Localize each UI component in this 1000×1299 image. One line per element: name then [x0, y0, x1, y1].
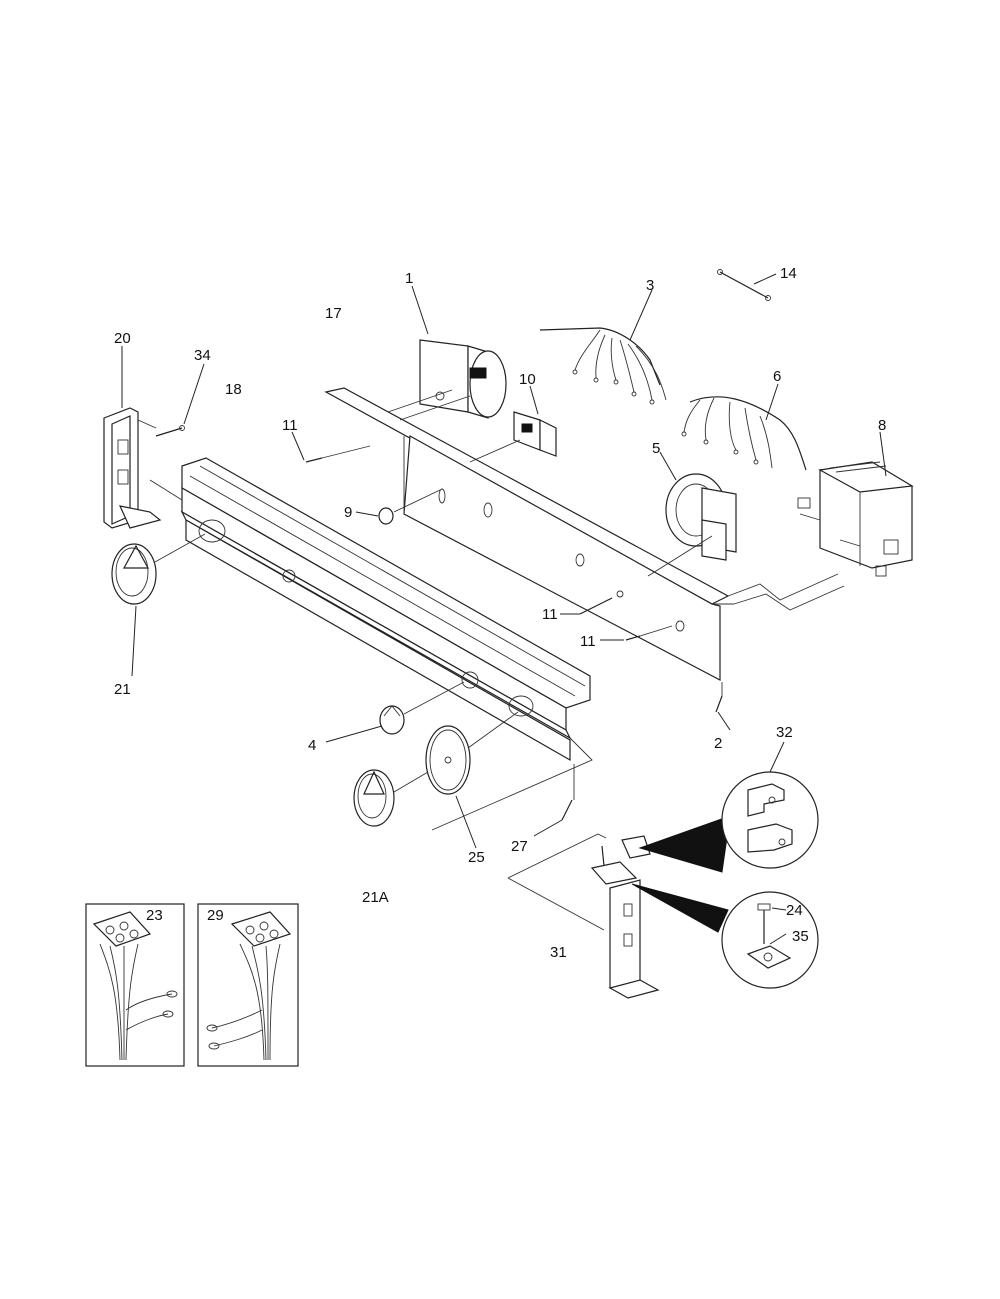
inset-harness-29 — [197, 903, 299, 1067]
label-part-3: 3 — [646, 277, 654, 294]
label-part-11-a: 11 — [282, 417, 298, 434]
screw-part-11-a — [305, 445, 371, 463]
label-part-9: 9 — [344, 504, 352, 521]
bracket-part-31 — [507, 833, 660, 999]
wire-harness-part-6 — [681, 396, 807, 471]
part-labels: 1 2 3 4 5 6 8 9 10 11 11 11 14 17 18 20 … — [114, 265, 886, 961]
detail-callout-24-35 — [631, 883, 819, 989]
label-part-25: 25 — [468, 849, 485, 866]
label-part-27: 27 — [511, 838, 528, 855]
detail-callout-32 — [638, 771, 819, 873]
label-part-18: 18 — [225, 381, 242, 398]
label-part-32: 32 — [776, 724, 793, 741]
control-panel — [180, 457, 593, 831]
timer-part-1 — [387, 339, 507, 421]
screw-part-27 — [561, 764, 575, 821]
knob-part-21a — [353, 769, 395, 827]
label-part-31: 31 — [550, 944, 567, 961]
label-part-29: 29 — [207, 907, 224, 924]
label-part-5: 5 — [652, 440, 660, 457]
clip-part-9 — [378, 489, 441, 525]
bracket-part-20 — [103, 407, 183, 529]
label-part-35: 35 — [792, 928, 809, 945]
label-part-17: 17 — [325, 305, 342, 322]
inset-harness-23 — [85, 903, 185, 1067]
label-part-1: 1 — [405, 270, 413, 287]
label-part-21a: 21A — [362, 889, 389, 906]
dial-part-25 — [393, 711, 519, 795]
label-part-14: 14 — [780, 265, 797, 282]
screw-part-34 — [155, 425, 185, 437]
leader-lines — [121, 273, 887, 945]
label-part-6: 6 — [773, 368, 781, 385]
switch-part-10 — [469, 411, 557, 463]
label-part-4: 4 — [308, 737, 316, 754]
label-part-2: 2 — [714, 735, 722, 752]
knob-part-4 — [379, 681, 465, 735]
wire-harness-part-3 — [539, 327, 667, 405]
jumper-wire-part-14 — [717, 269, 771, 301]
label-part-34: 34 — [194, 347, 211, 364]
label-part-11-c: 11 — [580, 633, 596, 650]
electronic-control-part-8 — [797, 461, 914, 577]
screw-part-11-b — [579, 590, 624, 615]
knob-part-21 — [111, 533, 206, 605]
label-part-23: 23 — [146, 907, 163, 924]
label-part-8: 8 — [878, 417, 886, 434]
label-part-11-b: 11 — [542, 606, 558, 623]
screw-part-11-c — [625, 625, 673, 641]
selector-switch-part-5 — [647, 473, 737, 577]
screw-part-2 — [715, 682, 723, 713]
label-part-24: 24 — [786, 902, 803, 919]
console-bracket — [324, 387, 845, 681]
label-part-10: 10 — [519, 371, 536, 388]
label-part-20: 20 — [114, 330, 131, 347]
label-part-21: 21 — [114, 681, 131, 698]
